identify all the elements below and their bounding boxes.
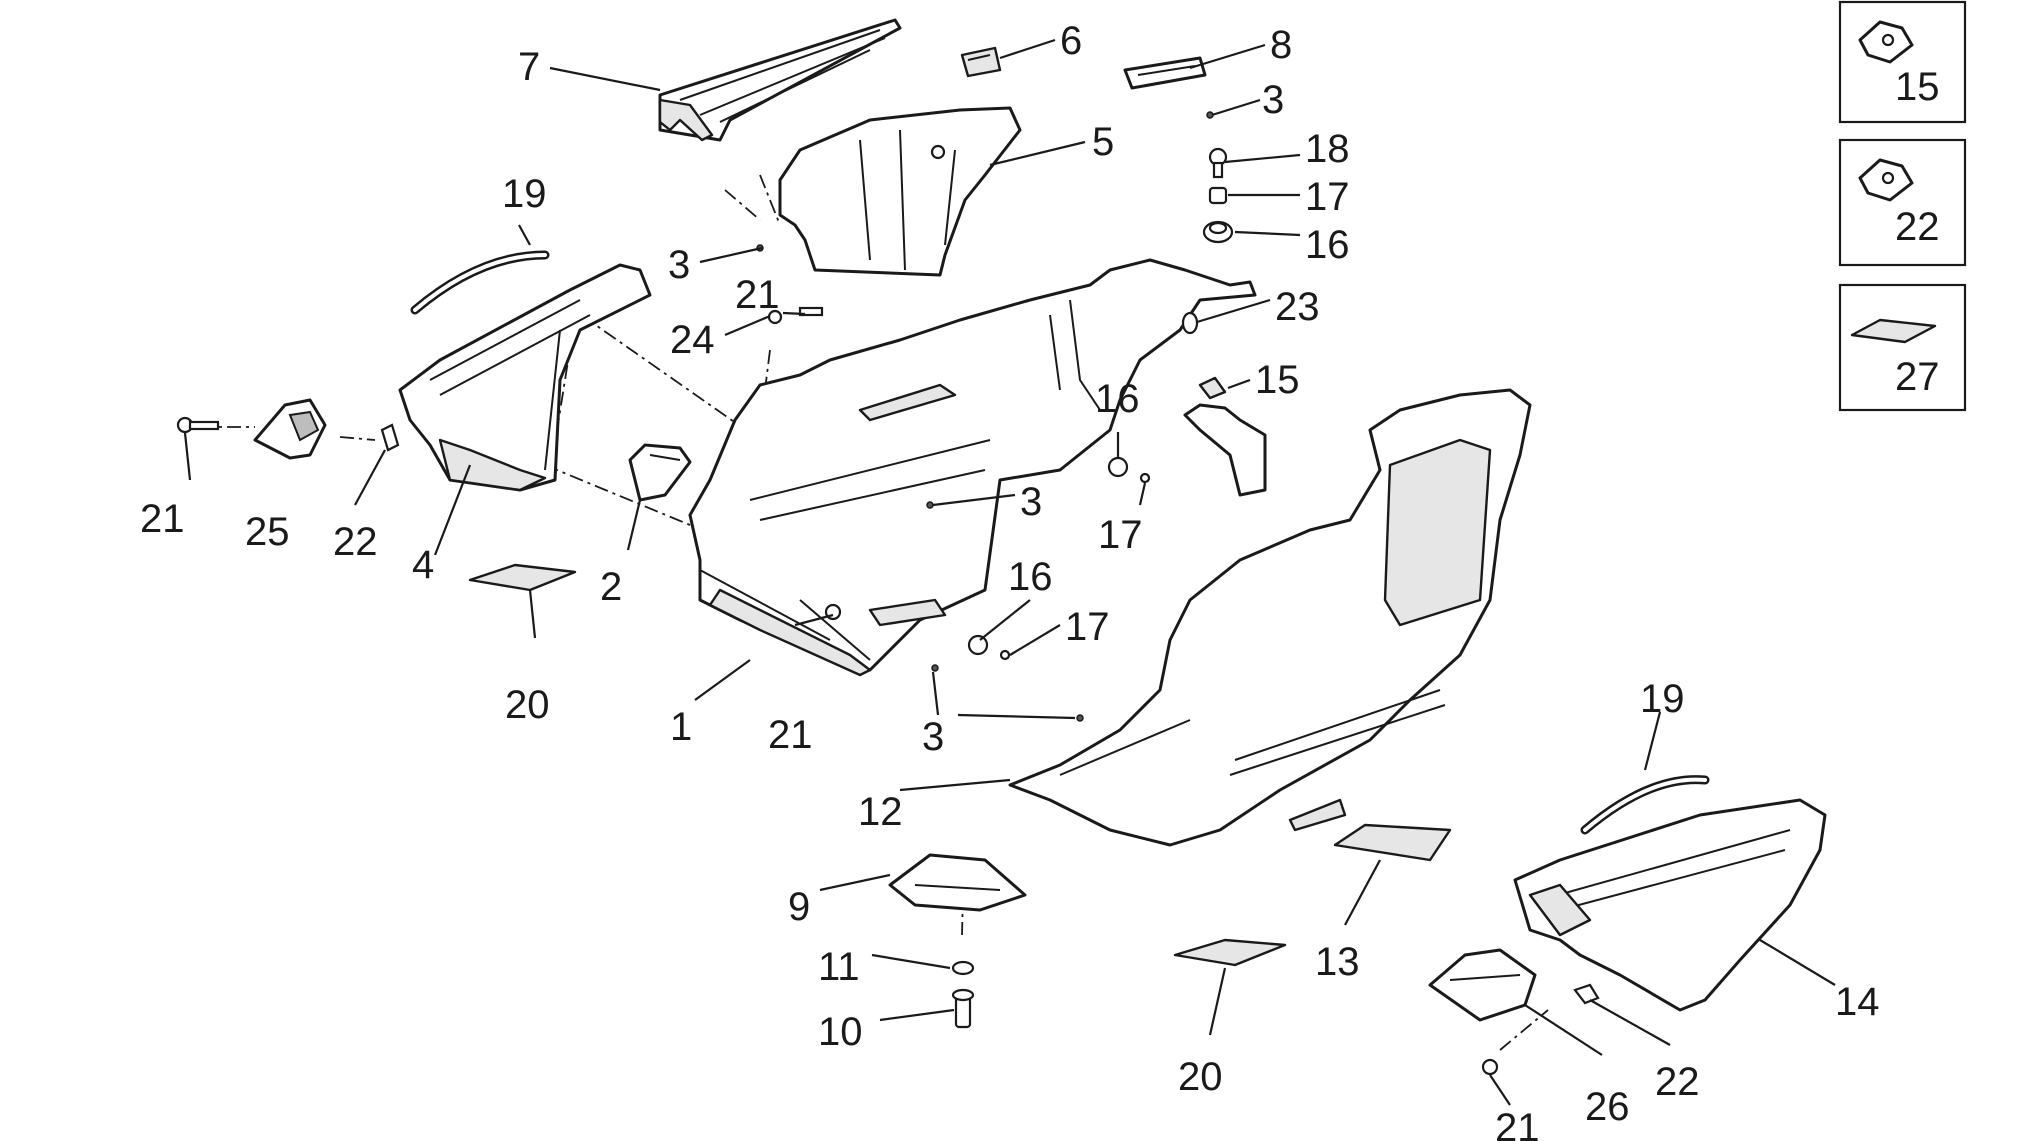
callout-3-low: 3 bbox=[922, 715, 944, 759]
part-7-upper-grille bbox=[658, 18, 902, 142]
part-4-left-cover bbox=[398, 263, 652, 492]
callout-13: 13 bbox=[1315, 940, 1360, 984]
callout-labels: 7 6 8 3 5 18 17 16 23 15 19 3 21 24 16 3… bbox=[140, 19, 1880, 1141]
callout-14: 14 bbox=[1835, 980, 1880, 1024]
part-2-bracket bbox=[628, 443, 692, 502]
callout-10: 10 bbox=[818, 1010, 863, 1054]
part-9-cover bbox=[888, 853, 1027, 912]
callout-17-mid: 17 bbox=[1098, 513, 1143, 557]
inset-label-22: 22 bbox=[1895, 205, 1940, 249]
callout-4: 4 bbox=[412, 543, 434, 587]
leader-lines bbox=[183, 38, 1836, 1106]
part-1-front-shield bbox=[688, 258, 1257, 677]
callout-20-right: 20 bbox=[1178, 1055, 1223, 1099]
callout-16-mid: 16 bbox=[1095, 377, 1140, 421]
callout-21-right: 21 bbox=[1495, 1106, 1540, 1141]
inset-label-15: 15 bbox=[1895, 65, 1940, 109]
callout-7: 7 bbox=[518, 45, 540, 89]
callout-19-right: 19 bbox=[1640, 677, 1685, 721]
part-14-right-cover bbox=[1513, 798, 1827, 1012]
hardware-items bbox=[176, 111, 1600, 1076]
callout-22-left: 22 bbox=[333, 520, 378, 564]
callout-25: 25 bbox=[245, 510, 290, 554]
part-25-indicator bbox=[253, 398, 327, 460]
callout-9: 9 bbox=[788, 885, 810, 929]
inset-box-15: 15 bbox=[1838, 0, 1967, 124]
callout-20-left: 20 bbox=[505, 683, 550, 727]
callout-2: 2 bbox=[600, 565, 622, 609]
adhesive-pad-icon bbox=[1850, 318, 1937, 344]
callout-1: 1 bbox=[670, 705, 692, 749]
callout-3-top: 3 bbox=[1262, 78, 1284, 122]
callout-3-mid: 3 bbox=[1020, 480, 1042, 524]
callout-12: 12 bbox=[858, 790, 903, 834]
callout-24: 24 bbox=[670, 318, 715, 362]
callout-26: 26 bbox=[1585, 1085, 1630, 1129]
callout-6: 6 bbox=[1060, 19, 1082, 63]
part-8-bracket bbox=[1123, 56, 1207, 90]
callout-23: 23 bbox=[1275, 285, 1320, 329]
inset-box-27: 27 bbox=[1838, 283, 1967, 412]
callout-21-left: 21 bbox=[140, 497, 185, 541]
callout-19-left: 19 bbox=[502, 172, 547, 216]
part-12-floor-panel bbox=[1008, 388, 1532, 847]
callout-21-mid: 21 bbox=[768, 713, 813, 757]
part-13-pad bbox=[1333, 823, 1452, 862]
callout-22-right: 22 bbox=[1655, 1060, 1700, 1104]
callout-17-top: 17 bbox=[1305, 175, 1350, 219]
callout-8: 8 bbox=[1270, 23, 1292, 67]
inset-box-22: 22 bbox=[1838, 138, 1967, 267]
part-6-bracket bbox=[960, 46, 1002, 78]
callout-17-low: 17 bbox=[1065, 605, 1110, 649]
callout-3-left: 3 bbox=[668, 243, 690, 287]
part-20-adhesive-pads bbox=[468, 563, 1287, 967]
part-19-strips bbox=[410, 250, 1710, 835]
callout-16-low: 16 bbox=[1008, 555, 1053, 599]
callout-5: 5 bbox=[1092, 120, 1114, 164]
part-26-indicator bbox=[1428, 948, 1537, 1022]
callout-16-top: 16 bbox=[1305, 223, 1350, 267]
callout-11: 11 bbox=[818, 945, 860, 989]
callout-18: 18 bbox=[1305, 127, 1350, 171]
callout-21-upper: 21 bbox=[735, 273, 780, 317]
clip-nut-icon bbox=[1858, 158, 1914, 202]
part-5-inner-panel bbox=[778, 106, 1022, 277]
part-15-bracket-plate bbox=[1183, 376, 1267, 497]
clip-nut-icon bbox=[1858, 20, 1914, 64]
inset-label-27: 27 bbox=[1895, 355, 1940, 399]
callout-15: 15 bbox=[1255, 358, 1300, 402]
